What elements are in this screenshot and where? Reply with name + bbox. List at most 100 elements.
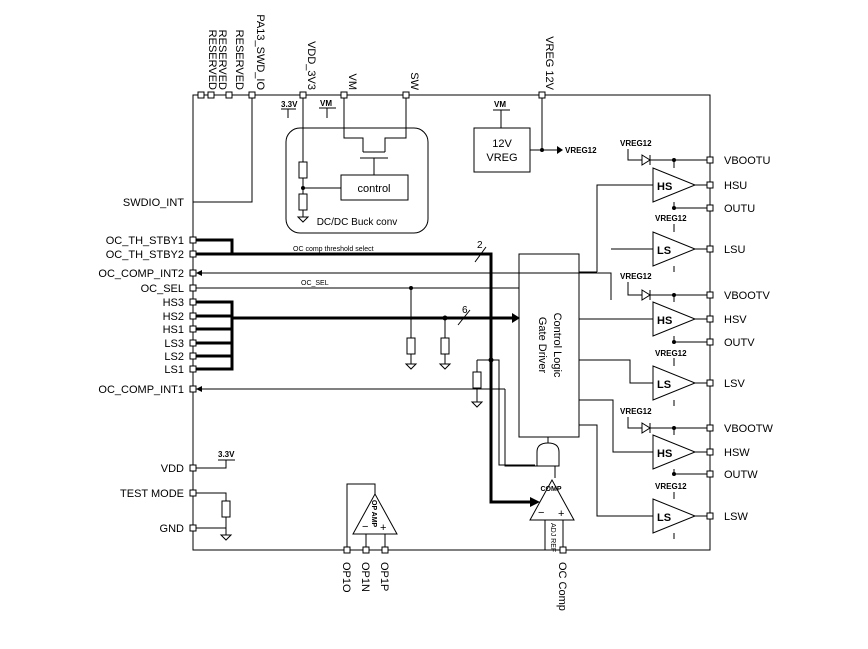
- bus-slash-2: [474, 246, 487, 263]
- pin-outu: [706, 204, 714, 212]
- opamp-plus: +: [380, 522, 386, 534]
- bus-threshold-arrow-icon: [530, 497, 540, 507]
- label-op1n: OP1N: [359, 562, 371, 592]
- signal-bus-width-6: 6: [462, 305, 468, 316]
- op-amp: OP AMP − +: [343, 483, 398, 554]
- node-vbootv: [672, 293, 676, 297]
- vreg12-label-u2: VREG12: [655, 214, 687, 223]
- label-outv: OUTV: [724, 337, 755, 349]
- label-oc-th-stby2: OC_TH_STBY2: [106, 249, 184, 261]
- buck-ground-icon: [296, 210, 310, 223]
- oc-comp-int2-arrow-icon: [196, 270, 202, 276]
- lower-left-supply: 3.3V: [196, 450, 235, 541]
- vreg12-label-w2: VREG12: [655, 482, 687, 491]
- buck-resistor-1: [298, 161, 308, 179]
- buck-mosfet: [360, 151, 388, 175]
- label-swd-io: PA13_SWD_IO: [254, 14, 266, 90]
- hsls-ground-icon: [438, 354, 452, 370]
- hs-label-w: HS: [657, 448, 672, 460]
- control-logic-line2: Gate Driver: [536, 317, 548, 374]
- control-logic-box: [518, 253, 580, 438]
- label-oc-th-stby1: OC_TH_STBY1: [106, 235, 184, 247]
- pin-hs3: [189, 298, 197, 306]
- pin-oc-th-stby2: [189, 250, 197, 258]
- bus-hsls-arrow-icon: [512, 313, 520, 323]
- wire-vdd: [196, 459, 235, 469]
- pin-oc-comp-int2: [189, 269, 197, 277]
- label-vbootw: VBOOTW: [724, 423, 774, 435]
- pin-vm: [340, 91, 348, 99]
- wire-lsv: [579, 359, 713, 406]
- pin-ls3: [189, 339, 197, 347]
- wire-vbootv: [650, 294, 713, 302]
- control-logic-block: Control Logic Gate Driver: [504, 253, 580, 478]
- label-lsw: LSW: [724, 511, 748, 523]
- oc-sel-ground-icon: [404, 354, 418, 370]
- pin-lsu: [706, 245, 714, 253]
- label-outu: OUTU: [724, 203, 755, 215]
- node-vbootw: [672, 426, 676, 430]
- comp-plus: +: [558, 508, 564, 520]
- gnd-ground-icon: [196, 517, 233, 541]
- pin-oc-comp: [559, 546, 567, 554]
- pin-op1o: [343, 546, 351, 554]
- pin-gnd: [189, 524, 197, 532]
- label-ls3: LS3: [164, 338, 184, 350]
- vreg-node: [540, 148, 544, 152]
- pin-vbootw: [706, 424, 714, 432]
- oc-sel-resistor: [406, 337, 416, 355]
- pin-op1n: [362, 546, 370, 554]
- label-gnd: GND: [160, 523, 185, 535]
- pin-lsw: [706, 512, 714, 520]
- label-hs2: HS2: [163, 311, 184, 323]
- buck-converter: 3.3V VM control DC/DC Buck conv: [281, 98, 429, 234]
- label-hs3: HS3: [163, 297, 184, 309]
- label-reserved-2: RESERVED: [216, 30, 228, 90]
- vreg12-label-w: VREG12: [620, 407, 652, 416]
- buck-vm-rail: [319, 107, 336, 118]
- control-logic-line1: Control Logic: [551, 313, 563, 378]
- vreg-out-label: VREG12: [565, 146, 597, 155]
- wire-oc-comp-int2: [197, 272, 612, 300]
- opamp-minus: −: [362, 521, 368, 533]
- pin-outw: [706, 470, 714, 478]
- node-outu: [672, 206, 676, 210]
- pin-hsw: [706, 448, 714, 456]
- and-gate: [536, 442, 560, 467]
- buck-outline: [285, 127, 429, 234]
- opamp-label: OP AMP: [370, 500, 377, 528]
- ls-label-v: LS: [657, 379, 671, 391]
- pin-reserved-2: [207, 91, 215, 99]
- label-test-mode: TEST MODE: [120, 488, 184, 500]
- wire-vbootu: [650, 159, 713, 168]
- node-outv: [672, 340, 676, 344]
- label-ls2: LS2: [164, 351, 184, 363]
- label-vm: VM: [346, 74, 358, 91]
- pin-hsu: [706, 181, 714, 189]
- bus-hsls-bracket: [196, 300, 234, 371]
- buck-3v3-label: 3.3V: [281, 100, 298, 109]
- pin-ls2: [189, 352, 197, 360]
- label-reserved-3: RESERVED: [233, 30, 245, 90]
- label-oc-comp-int1: OC_COMP_INT1: [98, 384, 184, 396]
- label-hsw: HSW: [724, 447, 750, 459]
- label-op1o: OP1O: [340, 562, 352, 593]
- label-reserved-1: RESERVED: [206, 30, 218, 90]
- label-vbootv: VBOOTV: [724, 290, 771, 302]
- label-vdd: VDD: [161, 463, 184, 475]
- buck-control-label: control: [357, 183, 390, 195]
- wire-hsu: [596, 184, 713, 272]
- bus-slash-6: [457, 309, 471, 326]
- label-hsu: HSU: [724, 180, 747, 192]
- pin-vdd-3v3: [299, 91, 307, 99]
- label-lsv: LSV: [724, 378, 745, 390]
- vreg-box: [473, 127, 531, 173]
- node-outw: [672, 472, 676, 476]
- buck-resistor-2: [298, 193, 308, 211]
- buck-vm-label: VM: [320, 99, 332, 108]
- opamp-wires: [346, 483, 386, 550]
- driver-w: VREG12 HS VREG12 LS: [579, 399, 713, 539]
- pin-hs2: [189, 312, 197, 320]
- test-mode-resistor: [221, 500, 231, 518]
